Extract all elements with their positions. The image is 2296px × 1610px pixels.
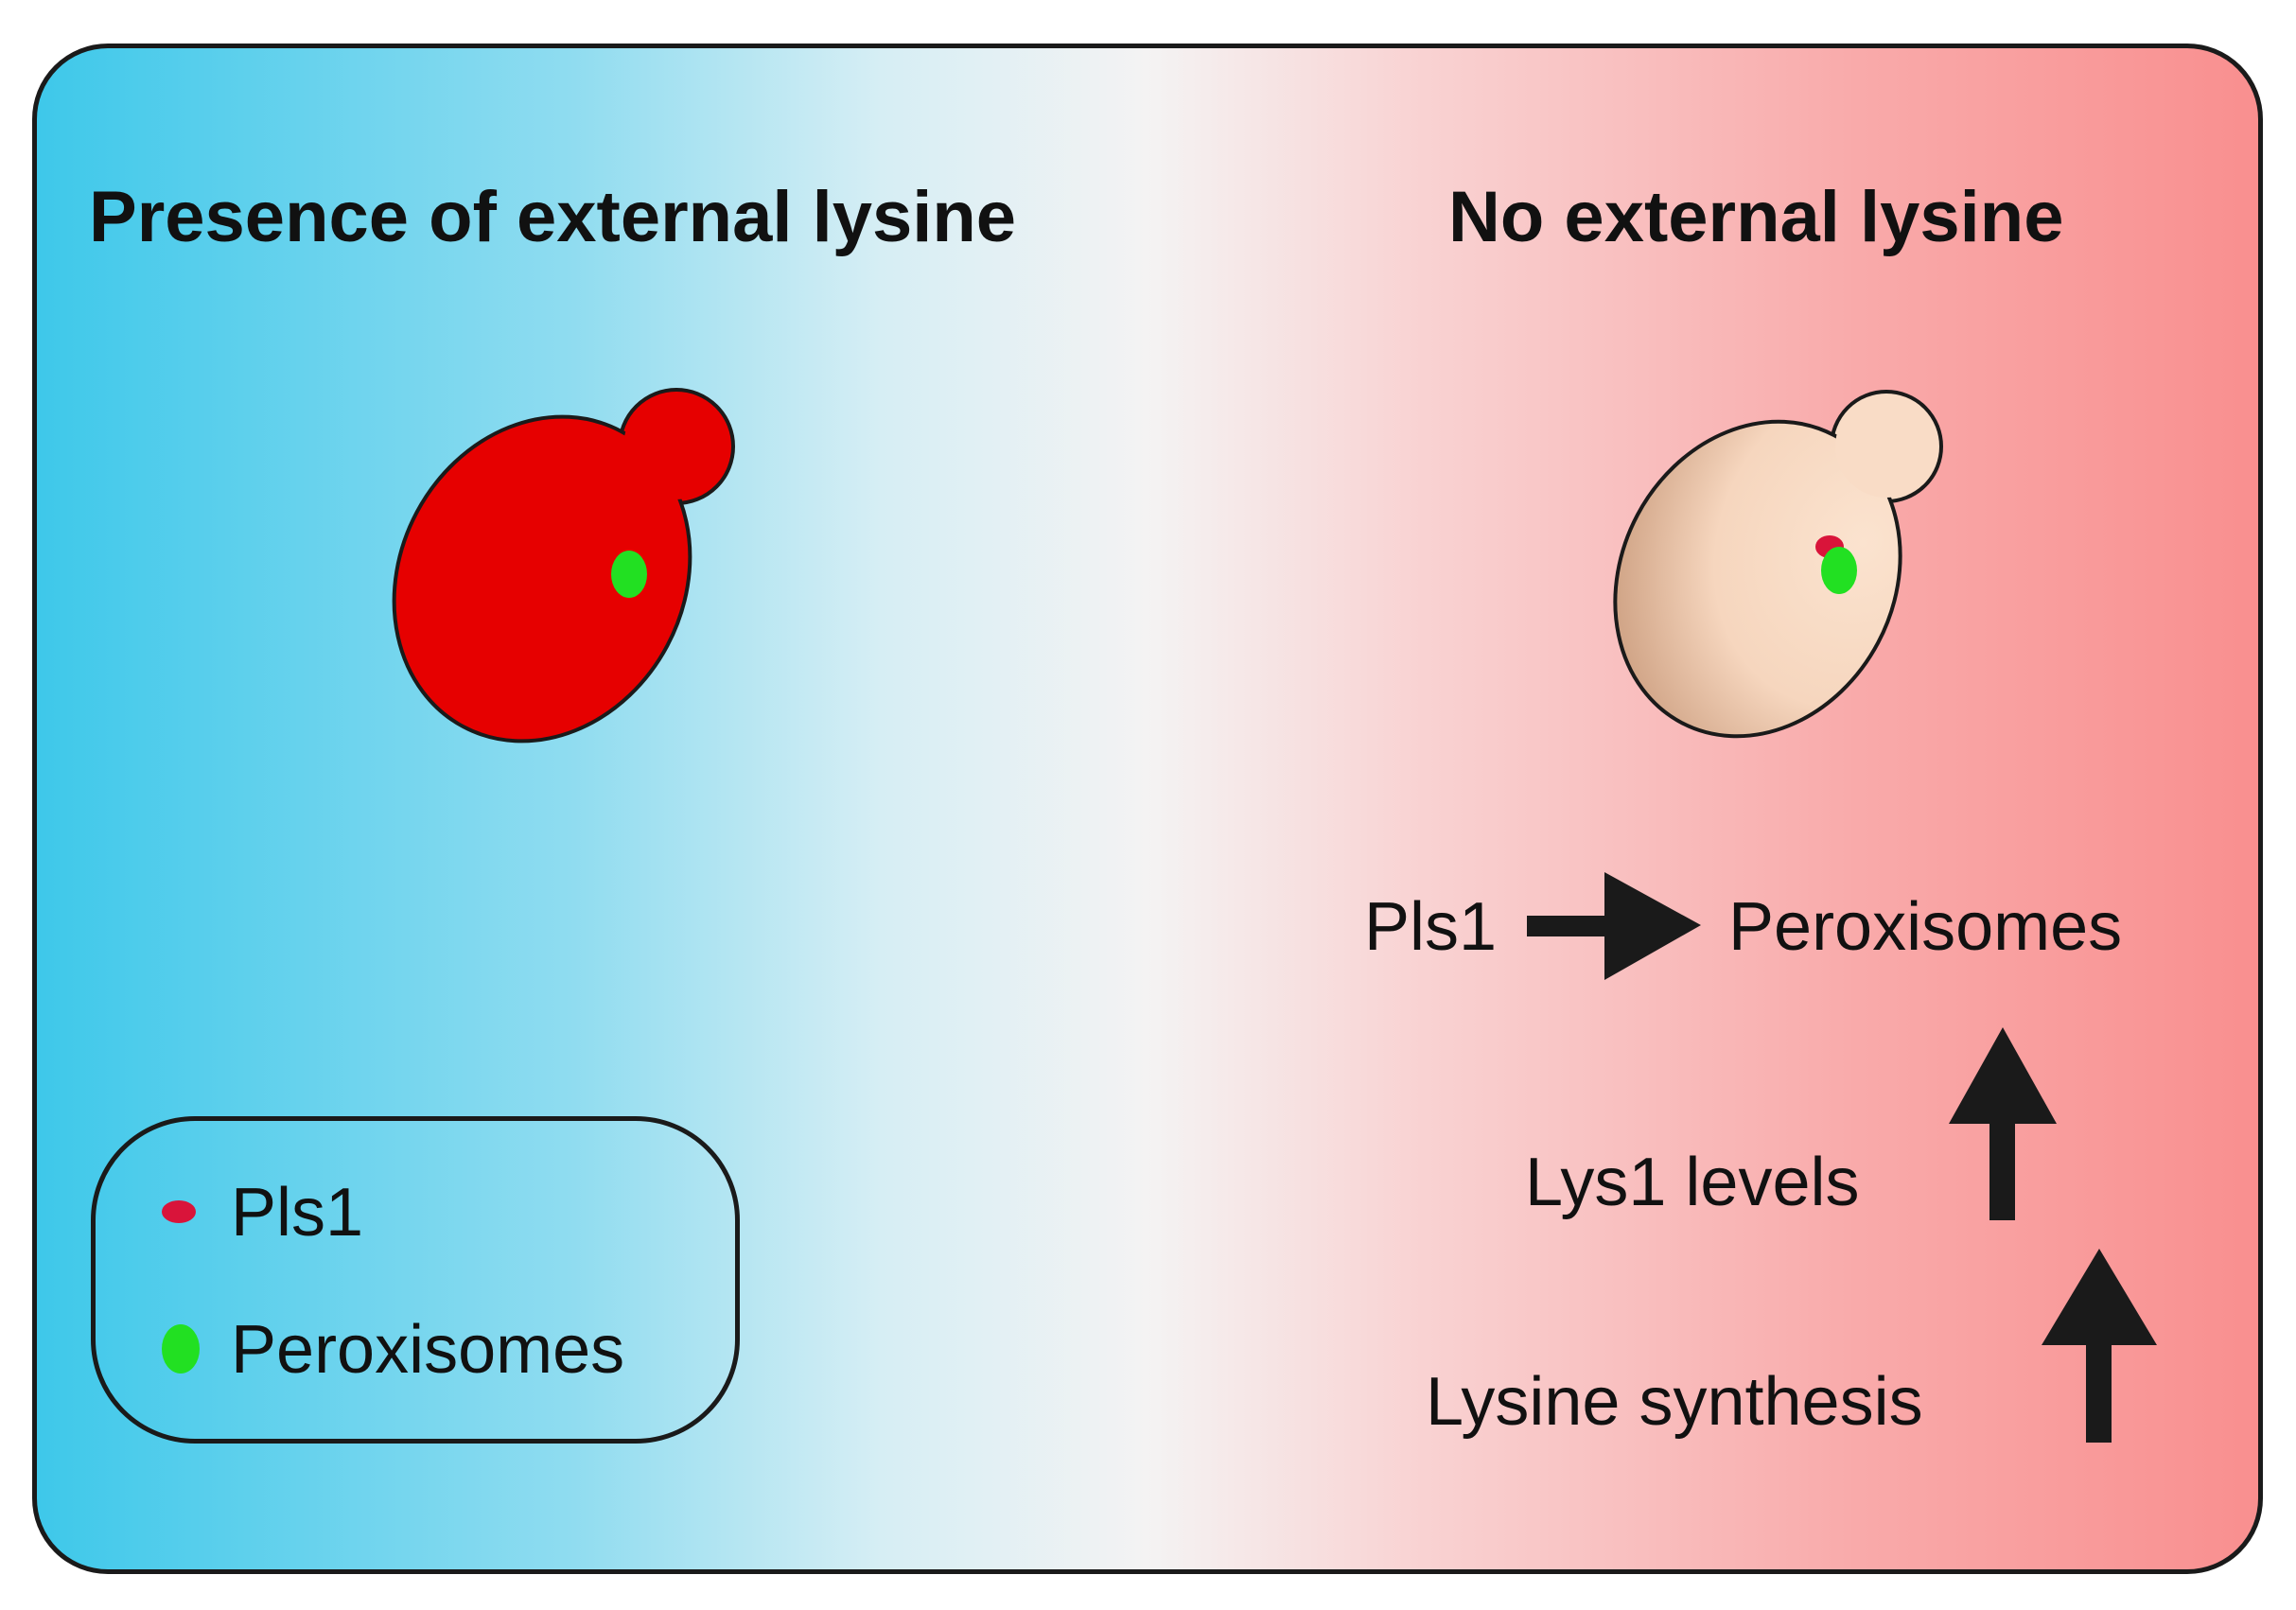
heading-with-lysine: Presence of external lysine (89, 177, 1017, 257)
yeast-cell-without-lysine (1613, 390, 1943, 739)
legend-pls1-label: Pls1 (231, 1175, 364, 1251)
cell-body (392, 414, 692, 744)
lys1-levels-label: Lys1 levels (1525, 1145, 1860, 1220)
pathway-peroxisomes-label: Peroxisomes (1728, 889, 2123, 965)
lys1-levels-up-arrow (1949, 1027, 2057, 1220)
pathway-arrows (1527, 872, 2157, 1443)
lysine-synthesis-label: Lysine synthesis (1426, 1364, 1923, 1440)
peroxisome-dot (1821, 547, 1857, 594)
pls1-to-peroxisomes-arrow (1527, 872, 1701, 980)
cell-bud-neck (623, 394, 729, 499)
peroxisome-dot (611, 551, 647, 598)
cell-bud-neck (1835, 395, 1937, 498)
cell-body (1613, 419, 1902, 739)
heading-without-lysine: No external lysine (1448, 177, 2064, 257)
pathway-pls1-label: Pls1 (1364, 889, 1498, 965)
yeast-cell-with-lysine (392, 388, 735, 744)
legend-peroxisomes-label: Peroxisomes (231, 1312, 625, 1388)
legend-box (91, 1116, 740, 1444)
diagram-panel (32, 44, 2263, 1574)
lysine-synthesis-up-arrow (2042, 1249, 2157, 1443)
